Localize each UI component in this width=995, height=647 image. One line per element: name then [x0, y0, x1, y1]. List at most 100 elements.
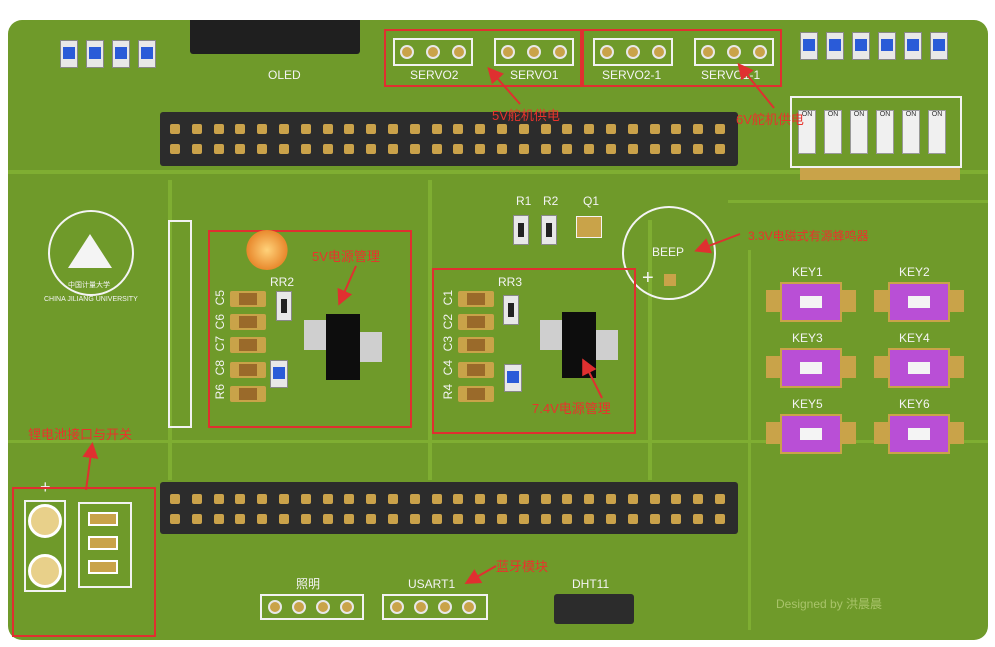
- header-pin: [453, 144, 464, 154]
- servo2-label: SERVO2: [410, 68, 459, 82]
- header-pin: [431, 514, 442, 524]
- header-pin: [715, 494, 725, 504]
- key6-button[interactable]: [888, 414, 950, 454]
- dip-switch-lever-2[interactable]: ON: [824, 110, 842, 154]
- header-pin: [213, 494, 224, 504]
- key1-button[interactable]: [780, 282, 842, 322]
- servo2-header: [393, 38, 473, 66]
- arrow-bluetooth: [464, 565, 497, 584]
- q1-label: Q1: [583, 194, 600, 208]
- rr3-label: RR3: [498, 275, 523, 289]
- key4-leg: [950, 356, 964, 378]
- reg-5v-led: [270, 360, 288, 388]
- trace: [8, 170, 988, 174]
- key3-button[interactable]: [780, 348, 842, 388]
- cap-c2: [458, 314, 494, 330]
- resistor-r4: [458, 386, 494, 402]
- left-vertical-connector: [168, 220, 192, 428]
- header-pin: [409, 124, 420, 134]
- reg-74v-box: [432, 268, 636, 434]
- usart1-label: USART1: [408, 577, 456, 591]
- resistor-r1: [513, 215, 529, 245]
- key5-label: KEY5: [792, 397, 823, 411]
- header-pin: [322, 494, 333, 504]
- servo2-1-label: SERVO2-1: [602, 68, 662, 82]
- reg-74v-pins: [540, 320, 562, 350]
- servo2-pin: [426, 45, 440, 59]
- dip-switch-lever-3[interactable]: ON: [850, 110, 868, 154]
- lighting-pin: [316, 600, 330, 614]
- trace: [168, 180, 172, 480]
- header-pin: [191, 144, 202, 154]
- trace: [748, 250, 751, 630]
- key5-button[interactable]: [780, 414, 842, 454]
- beep-label: BEEP: [652, 245, 685, 259]
- header-pin: [344, 514, 355, 524]
- header-pin: [606, 124, 616, 134]
- top-right-led-5: [904, 32, 922, 60]
- dip-switch-lever-4[interactable]: ON: [876, 110, 894, 154]
- header-pin: [627, 494, 638, 504]
- header-pin: [431, 144, 442, 154]
- header-pin: [627, 514, 638, 524]
- header-pin: [649, 124, 660, 134]
- cap-c6: [230, 314, 266, 330]
- header-pin: [475, 144, 486, 154]
- servo2-1-pin: [626, 45, 640, 59]
- header-pin: [693, 124, 704, 134]
- arrow-buzzer: [694, 233, 741, 254]
- rr2-resistor: [276, 291, 292, 321]
- power-switch[interactable]: [78, 502, 132, 588]
- annot-reg-5v: 5V电源管理: [312, 249, 380, 264]
- arrow-servo-5v: [487, 67, 521, 105]
- key1-leg: [842, 290, 856, 312]
- header-pin: [257, 124, 268, 134]
- header-pin: [257, 144, 268, 154]
- usart1-pin: [462, 600, 476, 614]
- resistor-r2: [541, 215, 557, 245]
- header-pin: [366, 144, 377, 154]
- key2-button[interactable]: [888, 282, 950, 322]
- header-pin: [191, 494, 202, 504]
- dip-switch-lever-1[interactable]: ON: [798, 110, 816, 154]
- buzzer-pin: [664, 274, 676, 286]
- header-pin: [409, 494, 420, 504]
- header-pin: [191, 514, 202, 524]
- servo1-1-pin: [727, 45, 741, 59]
- dip-switch-lever-6[interactable]: ON: [928, 110, 946, 154]
- header-pin: [191, 124, 202, 134]
- trace: [648, 220, 652, 480]
- header-pin: [344, 494, 355, 504]
- header-pin: [671, 144, 682, 154]
- dip-switch-lever-5[interactable]: ON: [902, 110, 920, 154]
- header-pin: [584, 144, 595, 154]
- header-pin: [388, 144, 398, 154]
- key4-button[interactable]: [888, 348, 950, 388]
- servo1-1-header: [694, 38, 774, 66]
- usart1-pin: [390, 600, 404, 614]
- arrow-reg-5v: [337, 265, 357, 306]
- usart1-header: [382, 594, 488, 620]
- header-pin: [344, 144, 355, 154]
- header-pin: [606, 494, 616, 504]
- trace: [428, 180, 432, 480]
- dht11-header: [554, 594, 634, 624]
- key6-label: KEY6: [899, 397, 930, 411]
- header-pin: [540, 144, 551, 154]
- header-pin: [518, 144, 529, 154]
- header-pin: [562, 514, 573, 524]
- arrow-reg-74v: [582, 358, 603, 399]
- key3-leg: [842, 356, 856, 378]
- reg-5v-tab: [360, 332, 382, 362]
- header-pin: [584, 514, 595, 524]
- top-right-led-1: [800, 32, 818, 60]
- annot-servo-5v: 5V舵机供电: [492, 108, 560, 123]
- header-pin: [344, 124, 355, 134]
- top-left-led-2: [86, 40, 104, 68]
- servo-6v-box: [582, 29, 782, 87]
- header-pin: [627, 124, 638, 134]
- arrow-servo-6v: [737, 62, 775, 109]
- usart1-pin: [414, 600, 428, 614]
- header-pin: [715, 144, 725, 154]
